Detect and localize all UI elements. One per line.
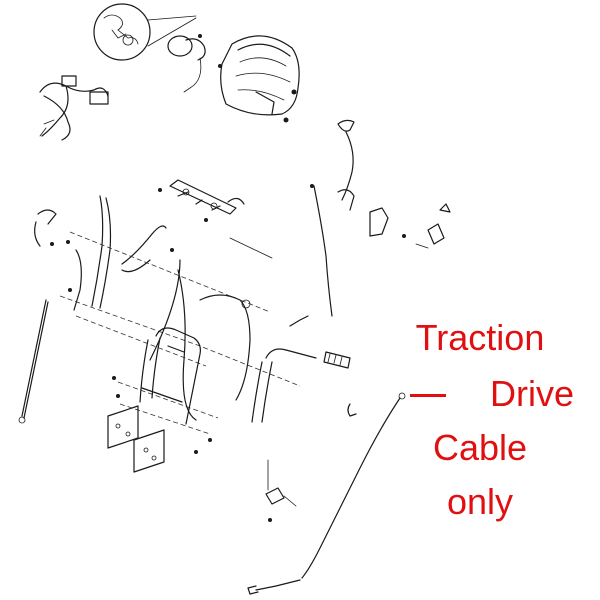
callout-line-3: Cable <box>432 427 528 468</box>
callout-line-2: Drive <box>489 373 574 414</box>
engine-housing <box>198 34 300 123</box>
wiring-harness <box>39 75 109 141</box>
headlight <box>167 35 206 93</box>
right-handle <box>251 315 357 423</box>
traction-drive-cable <box>247 392 406 595</box>
callout-line-4: only <box>446 481 514 522</box>
left-handle <box>34 195 174 311</box>
auger-control-lever <box>310 119 451 317</box>
callout-line-1: Traction <box>415 317 545 358</box>
callout-leader-line <box>410 394 446 397</box>
handle-frame <box>139 259 251 425</box>
inset-detail-circle <box>93 3 197 61</box>
mounting-plates <box>107 376 212 473</box>
control-bracket <box>158 179 273 259</box>
lower-bracket <box>265 459 297 522</box>
control-rod <box>18 299 49 424</box>
